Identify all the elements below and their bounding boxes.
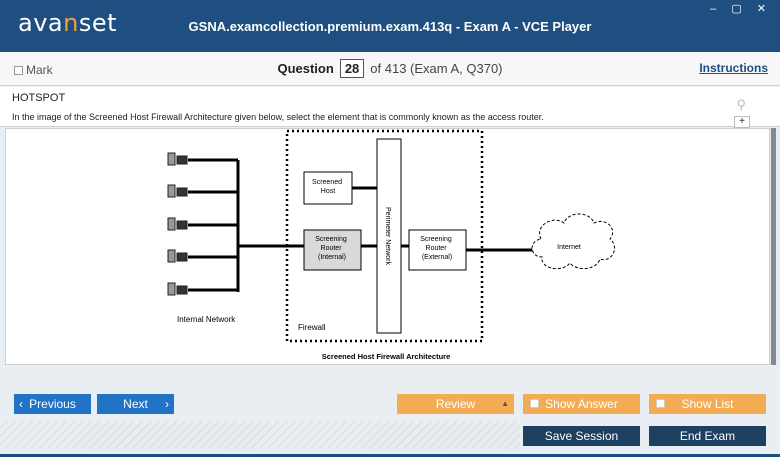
window-title: GSNA.examcollection.premium.exam.413q - …	[188, 19, 592, 34]
svg-text:Screened Host: Screened Host	[312, 179, 344, 195]
instructions-link[interactable]: Instructions	[699, 61, 768, 75]
checkbox-icon	[530, 399, 539, 408]
firewall-boundary	[285, 129, 484, 343]
mark-checkbox[interactable]: Mark	[14, 63, 53, 77]
svg-text:Screening Router (: Screening Router (External)	[420, 236, 453, 261]
perimeter-network-label: Perimeter Network	[384, 207, 391, 265]
firewall-label: Firewall	[298, 323, 326, 332]
title-bar: avanset GSNA.examcollection.premium.exam…	[0, 0, 780, 52]
striped-background	[0, 421, 520, 449]
screened-host-box[interactable]	[303, 171, 353, 205]
zoom-in-button[interactable]: +	[734, 116, 750, 128]
question-of: of 413 (Exam A, Q370)	[370, 61, 503, 76]
next-button[interactable]: Next›	[97, 394, 174, 414]
app-logo: avanset	[18, 9, 118, 37]
checkbox-icon	[656, 399, 665, 408]
show-list-button[interactable]: Show List	[649, 394, 766, 414]
previous-button[interactable]: ‹Previous	[14, 394, 91, 414]
question-text-panel: HOTSPOT In the image of the Screened Hos…	[0, 87, 780, 128]
internet-label: Internet	[557, 244, 581, 251]
vertical-scrollbar[interactable]	[770, 128, 780, 365]
question-prompt: In the image of the Screened Host Firewa…	[12, 112, 544, 122]
save-session-button[interactable]: Save Session	[523, 426, 640, 446]
hotspot-diagram[interactable]: Internal Network Firewall Screened Host …	[5, 128, 770, 365]
checkbox-icon	[14, 66, 23, 75]
internet-cloud-icon[interactable]	[531, 213, 615, 270]
diagram-svg: Internal Network Firewall Screened Host …	[167, 129, 615, 361]
triangle-up-icon: ▲	[501, 399, 509, 408]
diagram-caption: Screened Host Firewall Architecture	[322, 352, 451, 361]
scrollbar-thumb[interactable]	[771, 128, 776, 365]
internal-network-label: Internal Network	[177, 315, 236, 324]
question-number-input[interactable]: 28	[339, 59, 365, 78]
question-label: Question	[277, 61, 334, 76]
review-button[interactable]: Review▲	[397, 394, 514, 414]
end-exam-button[interactable]: End Exam	[649, 426, 766, 446]
internal-network-bus	[188, 158, 305, 292]
bottom-border	[0, 454, 780, 457]
screening-router-internal-box[interactable]	[303, 229, 362, 271]
screening-router-external-box[interactable]	[408, 229, 467, 271]
chevron-left-icon: ‹	[19, 397, 23, 411]
navigation-bar: ‹Previous Next› Review▲ Show Answer Show…	[0, 365, 780, 457]
chevron-right-icon: ›	[165, 397, 169, 411]
window-controls[interactable]: ‒ ▢ ✕	[710, 3, 772, 15]
zoom-icon[interactable]: ⚲	[736, 97, 746, 112]
question-bar: Mark Question 28 of 413 (Exam A, Q370) Ins…	[0, 52, 780, 86]
mark-label: Mark	[26, 63, 53, 77]
question-counter: Question 28 of 413 (Exam A, Q370)	[0, 59, 780, 78]
svg-text:Screening Router (: Screening Router (Internal)	[315, 236, 348, 261]
show-answer-button[interactable]: Show Answer	[523, 394, 640, 414]
computer-icon	[167, 152, 188, 296]
question-type: HOTSPOT	[12, 92, 66, 104]
perimeter-network-box[interactable]	[376, 138, 402, 334]
